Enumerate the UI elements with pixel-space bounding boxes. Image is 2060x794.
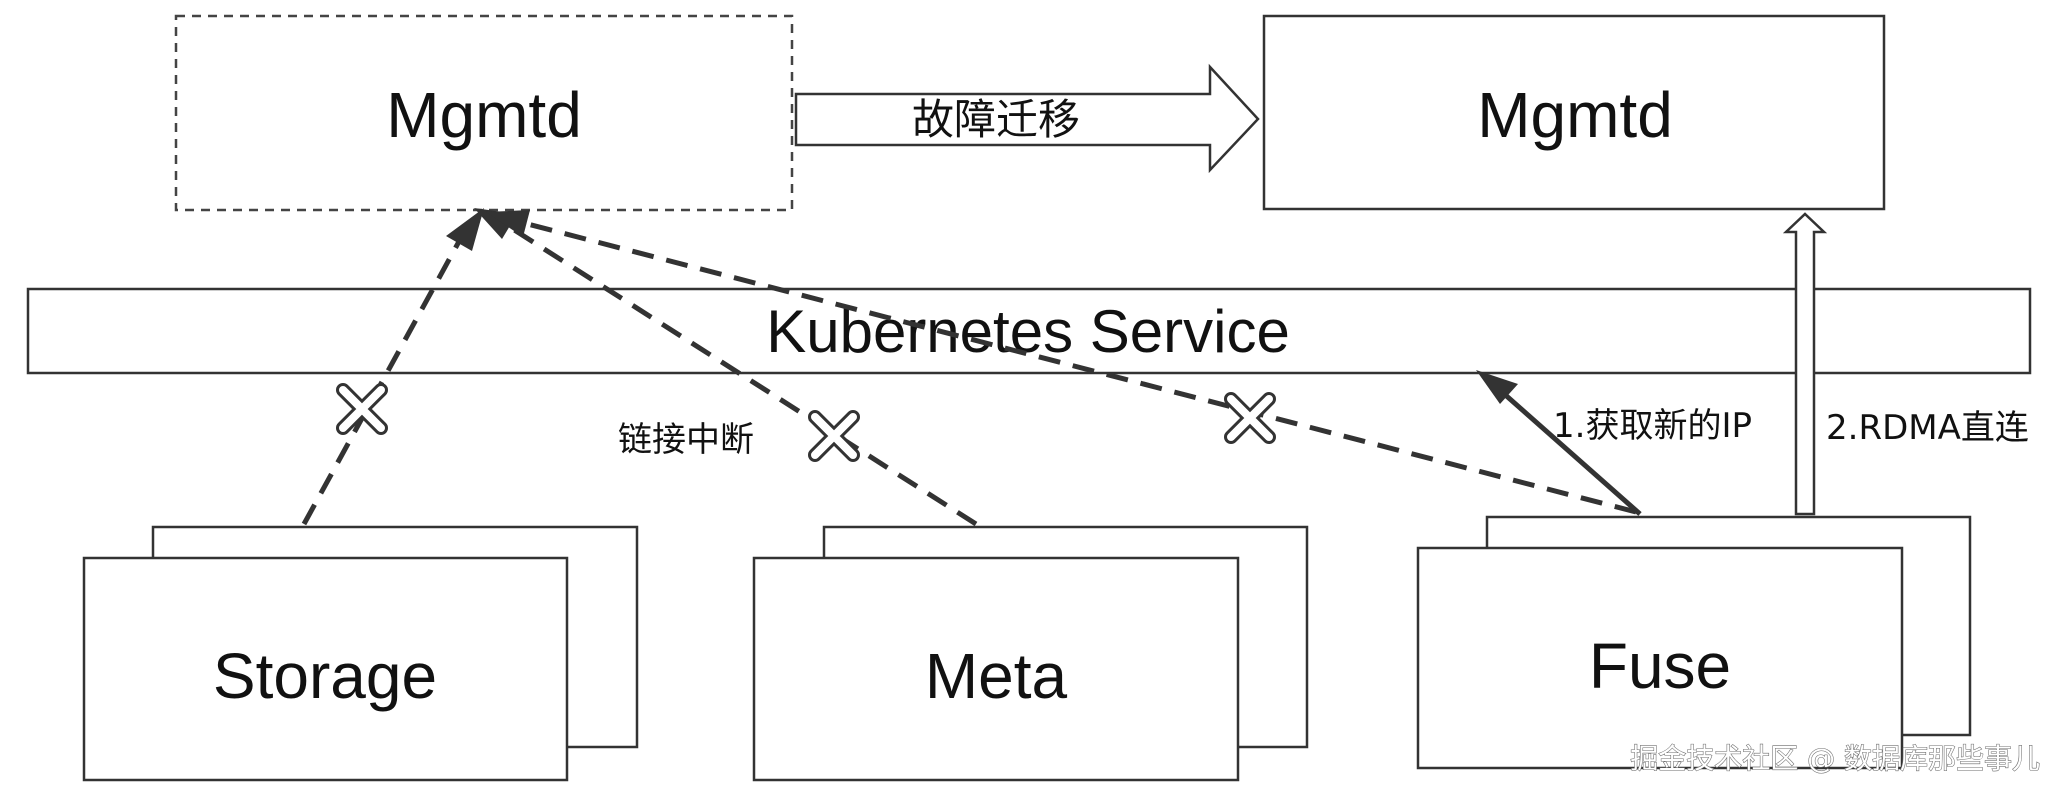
mgmtd-old-label: Mgmtd [386, 79, 582, 151]
watermark-text: 掘金技术社区 @ 数据库那些事儿 [1630, 742, 2040, 775]
arrowhead-icon [446, 208, 484, 251]
meta-label: Meta [925, 640, 1068, 712]
fuse-label: Fuse [1589, 630, 1731, 702]
mgmtd-new-label: Mgmtd [1477, 79, 1673, 151]
arrowhead-icon [486, 210, 530, 237]
storage-broken-link [301, 208, 484, 526]
fuse-broken-link [486, 210, 1637, 515]
failover-arrow: 故障迁移 [794, 63, 1260, 174]
meta-node: Meta [752, 525, 1309, 782]
rdma-direct-arrow: 2.RDMA直连 [1782, 212, 2029, 516]
mgmtd-new-node: Mgmtd [1262, 14, 1886, 211]
failover-label: 故障迁移 [912, 95, 1080, 144]
mgmtd-old-node: Mgmtd [174, 14, 794, 212]
kubernetes-service: Kubernetes Service [26, 287, 2032, 375]
broken-link-x-icon [336, 383, 388, 435]
storage-label: Storage [213, 640, 437, 712]
broken-link-x-icon [808, 410, 860, 462]
fuse-node: Fuse [1416, 515, 1972, 770]
get-new-ip-label: 1.获取新的IP [1553, 406, 1752, 446]
rdma-direct-label: 2.RDMA直连 [1826, 408, 2029, 448]
arrowhead-icon [1476, 370, 1518, 404]
meta-broken-link: 链接中断 [474, 208, 978, 527]
get-new-ip-arrow: 1.获取新的IP [1476, 370, 1752, 516]
broken-link-x-icon [1224, 392, 1276, 444]
storage-node: Storage [82, 525, 639, 782]
link-broken-label: 链接中断 [618, 420, 754, 460]
